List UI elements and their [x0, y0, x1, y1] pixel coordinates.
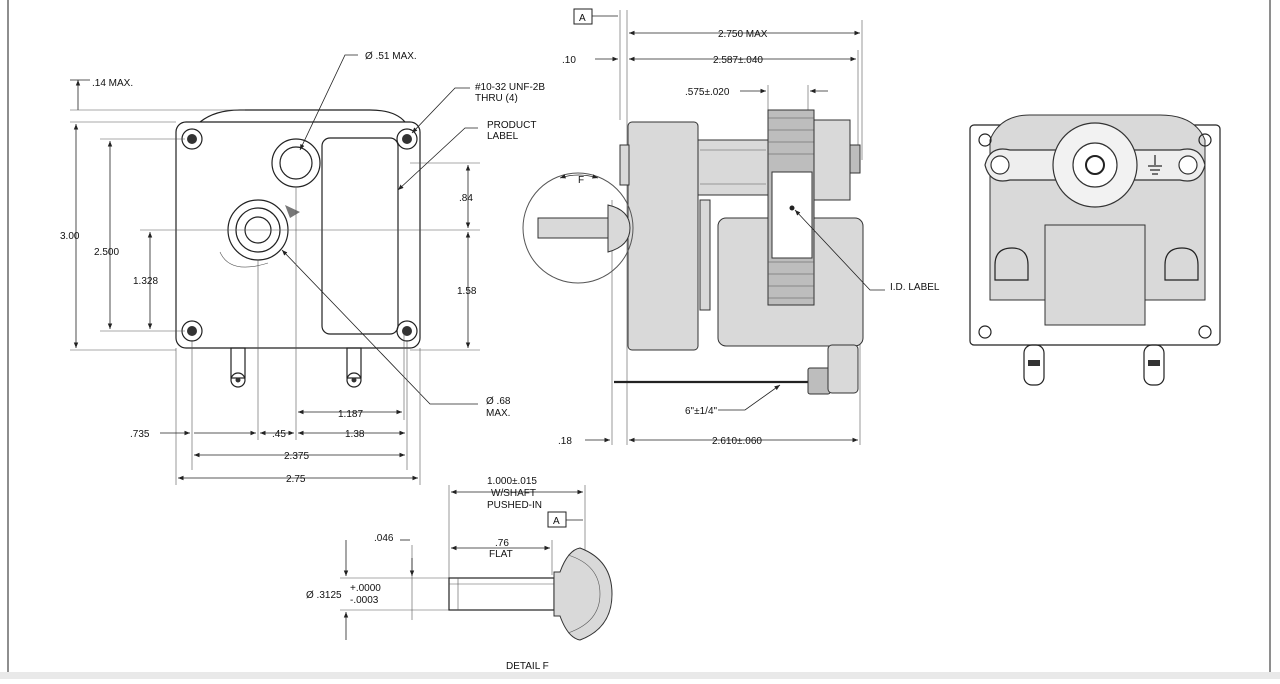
dim-height-total-label: 3.00: [60, 231, 80, 242]
lead-grommet: [827, 344, 859, 394]
dim-0575-label: .575±.020: [685, 87, 730, 98]
dim-084-label: .84: [459, 193, 473, 204]
detail-shaft-head: [553, 547, 613, 641]
leader-screw: [411, 87, 470, 134]
dim-0735-label: .735: [130, 429, 150, 440]
stator-laminations: [768, 117, 814, 299]
motor-end-bell: [813, 119, 851, 201]
screw-note-line1: #10-32 UNF-2B: [475, 82, 545, 93]
lead-strain-relief: [807, 367, 831, 395]
dim-2587-label: 2.587±.040: [713, 55, 763, 66]
dim-076-line2: FLAT: [489, 549, 513, 560]
id-label-patch: [771, 171, 813, 259]
terminal-right: [346, 347, 362, 388]
detail-boss-stub: [607, 204, 631, 253]
rear-coil: [1044, 224, 1146, 326]
rotation-arrow-icon: [285, 205, 300, 218]
side-view: A: [522, 8, 940, 447]
rear-slot-right: [1164, 247, 1199, 281]
dim-height-shaft-label: 1.328: [133, 276, 158, 287]
dim-top-boss-dia-label: Ø .51 MAX.: [365, 51, 417, 62]
product-label-note-line2: LABEL: [487, 131, 519, 142]
top-boss-inner: [279, 146, 313, 180]
dim-275-label: 2.75: [286, 474, 306, 485]
leader-lead-length: [718, 384, 781, 411]
dim-1000-line1: 1.000±.015: [487, 476, 537, 487]
datum-a-label: A: [579, 13, 586, 24]
top-boss-outer: [271, 138, 321, 188]
dim-018-label: .18: [558, 436, 572, 447]
rotation-arc: [219, 251, 269, 268]
dim-0046-label: .046: [374, 533, 394, 544]
rear-slot-left: [994, 247, 1029, 281]
dim-1187-label: 1.187: [338, 409, 363, 420]
dim-2375-label: 2.375: [284, 451, 309, 462]
detail-datum-a-box: [547, 511, 567, 528]
detail-f-marker: F: [578, 175, 584, 186]
datum-a-box: [573, 8, 593, 25]
rear-hole-bl: [978, 325, 992, 339]
dim-top-offset-label: .14 MAX.: [92, 78, 133, 89]
rear-shaft-bore: [1085, 155, 1105, 175]
id-label-text: I.D. LABEL: [890, 282, 940, 293]
product-label-note-line1: PRODUCT: [487, 120, 536, 131]
dim-height-holes-label: 2.500: [94, 247, 119, 258]
motor-spacer: [697, 139, 769, 196]
rear-hole-tr: [1198, 133, 1212, 147]
dim-045-label: .45: [272, 429, 286, 440]
lead-length-label: 6"±1/4": [685, 406, 718, 417]
rear-view: [969, 114, 1221, 386]
terminal-left: [230, 347, 246, 388]
detail-shaft-stub: [537, 217, 611, 239]
detail-shaft-dia-label: Ø .3125: [306, 590, 342, 601]
motor-end-nut: [849, 144, 861, 174]
detail-f-circle: [522, 172, 634, 284]
motor-mount-bracket: [699, 199, 711, 311]
rear-bracket-hole-left: [990, 155, 1010, 175]
detail-f-view: A 1.000±.015 W/SHAFT PUSHED-IN .046 .76 …: [306, 476, 613, 672]
dim-076-line1: .76: [495, 538, 509, 549]
leader-top-boss: [299, 54, 358, 151]
leader-id-label: [794, 209, 885, 291]
dim-138-label: 1.38: [345, 429, 365, 440]
detail-f-arrow: [559, 174, 599, 179]
dim-2750-label: 2.750 MAX: [718, 29, 768, 40]
bottom-scroll-strip: [0, 672, 1280, 679]
rear-bracket-hole-right: [1178, 155, 1198, 175]
gearbox-boss: [619, 144, 630, 186]
detail-f-title: DETAIL F: [506, 661, 549, 672]
rear-terminal-right: [1143, 344, 1165, 386]
gearbox-housing: [627, 121, 699, 351]
screw-note-line2: THRU (4): [475, 93, 518, 104]
leader-product-label: [397, 127, 478, 191]
dim-2610-label: 2.610±.060: [712, 436, 762, 447]
front-body-plate: [175, 121, 421, 349]
product-label-outline: [321, 137, 399, 335]
front-view: .14 MAX. Ø .51 MAX. #10-32 UNF-2B THRU (…: [60, 51, 545, 485]
detail-tol-minus: -.0003: [350, 595, 379, 606]
dim-010-label: .10: [562, 55, 576, 66]
mounting-holes: [181, 128, 418, 342]
detail-datum-a-label: A: [553, 516, 560, 527]
detail-shaft-body: [448, 577, 555, 611]
ground-symbol-icon: [1148, 155, 1162, 175]
rear-hole-br: [1198, 325, 1212, 339]
leader-main-shaft: [281, 249, 478, 405]
dim-1000-line3: PUSHED-IN: [487, 500, 542, 511]
front-top-flange: [199, 109, 406, 123]
main-shaft-dia-max: MAX.: [486, 408, 510, 419]
rear-hole-tl: [978, 133, 992, 147]
detail-tol-plus: +.0000: [350, 583, 381, 594]
dim-158-label: 1.58: [457, 286, 477, 297]
dim-1000-line2: W/SHAFT: [491, 488, 536, 499]
main-shaft-dia-label: Ø .68: [486, 396, 511, 407]
rear-terminal-left: [1023, 344, 1045, 386]
